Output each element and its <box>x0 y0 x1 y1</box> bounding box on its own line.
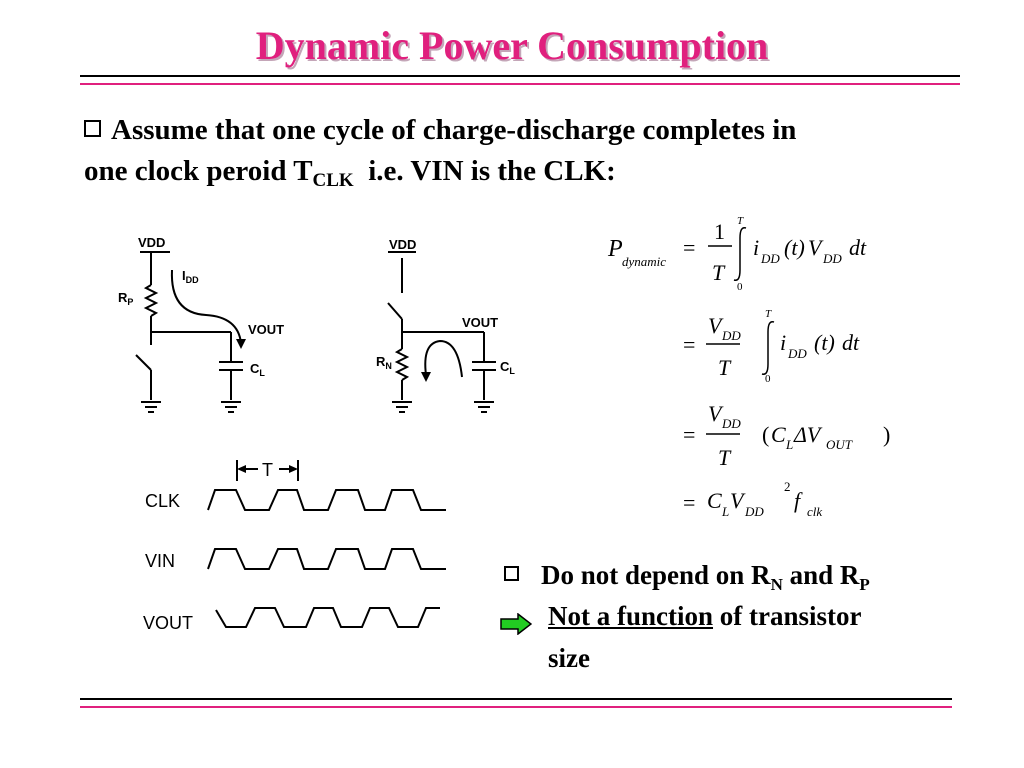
svg-text:C: C <box>707 488 722 513</box>
svg-text:OUT: OUT <box>826 437 853 452</box>
svg-text:=: = <box>683 422 695 447</box>
top-rule-pink <box>80 83 960 85</box>
power-equations: P dynamic = 1 T T 0 i DD (t) V DD dt = V… <box>607 215 890 519</box>
not-a-function-text: Not a function <box>548 601 714 631</box>
svg-text:DD: DD <box>744 504 764 519</box>
svg-text:i: i <box>753 235 759 260</box>
vout-label: VOUT <box>143 613 193 633</box>
svg-text:C: C <box>771 422 786 447</box>
timing-waveforms: T CLK VIN VOUT <box>143 460 446 633</box>
svg-text:V: V <box>708 313 724 338</box>
vin-label: VIN <box>145 551 175 571</box>
right-vdd-label: VDD <box>389 237 416 252</box>
svg-text:DD: DD <box>721 416 741 431</box>
svg-text:=: = <box>683 235 695 260</box>
slide-title: Dynamic Power Consumption <box>255 23 769 68</box>
svg-text:i: i <box>780 330 786 355</box>
svg-text:=: = <box>683 332 695 357</box>
bullet-text-1: Assume that one cycle of charge-discharg… <box>111 114 797 146</box>
svg-text:2: 2 <box>784 479 791 494</box>
svg-text:DD: DD <box>787 346 807 361</box>
svg-text:dt: dt <box>849 235 867 260</box>
bottom-rule-dark <box>80 698 952 700</box>
svg-text:T: T <box>712 260 726 285</box>
svg-text:0: 0 <box>737 281 743 293</box>
svg-text:): ) <box>883 422 890 447</box>
svg-text:V: V <box>808 235 824 260</box>
circuit-diagrams: VDD IDD RP VOUT CL VDD VOUT RN CL <box>118 235 515 413</box>
svg-text:DD: DD <box>760 251 780 266</box>
clk-waveform <box>207 489 446 511</box>
svg-text:T: T <box>718 445 732 470</box>
svg-text:ΔV: ΔV <box>793 422 823 447</box>
svg-text:f: f <box>794 488 803 513</box>
top-rule-dark <box>80 75 960 77</box>
svg-text:dynamic: dynamic <box>622 254 666 269</box>
left-vdd-label: VDD <box>138 235 165 250</box>
svg-text:V: V <box>708 401 724 426</box>
svg-text:0: 0 <box>765 373 771 385</box>
left-cl-label: CL <box>250 361 265 378</box>
clk-label: CLK <box>145 491 180 511</box>
svg-text:T: T <box>765 308 772 320</box>
period-label: T <box>262 460 273 480</box>
note-line-3: size <box>548 643 590 673</box>
checkbox-bullet-icon <box>84 120 101 137</box>
svg-text:DD: DD <box>721 328 741 343</box>
svg-text:(t): (t) <box>814 330 835 355</box>
bullet-text-3: i.e. VIN is the CLK: <box>353 155 616 187</box>
svg-text:L: L <box>721 504 729 519</box>
left-vout-label: VOUT <box>248 322 284 337</box>
note-line-2: Not a function of transistor <box>548 601 862 631</box>
left-idd-label: IDD <box>182 268 199 285</box>
svg-text:T: T <box>718 355 732 380</box>
svg-text:=: = <box>683 490 695 515</box>
bottom-rule-pink <box>80 706 952 708</box>
svg-text:dt: dt <box>842 330 860 355</box>
svg-text:(: ( <box>762 422 769 447</box>
green-arrow-icon <box>500 613 532 635</box>
vout-waveform <box>215 607 440 628</box>
bullet-text-2: one clock peroid T <box>84 155 313 187</box>
right-vout-label: VOUT <box>462 315 498 330</box>
svg-text:clk: clk <box>807 504 822 519</box>
svg-text:DD: DD <box>822 251 842 266</box>
bullet-paragraph: Assume that one cycle of charge-discharg… <box>84 110 984 195</box>
svg-text:(t): (t) <box>784 235 805 260</box>
svg-text:1: 1 <box>714 219 725 244</box>
svg-text:L: L <box>785 437 793 452</box>
svg-text:V: V <box>730 488 746 513</box>
vin-waveform <box>207 548 446 570</box>
note-line-1: Do not depend on RN and RP <box>504 560 870 594</box>
bullet-subscript: CLK <box>312 170 354 191</box>
right-cl-label: CL <box>500 359 515 376</box>
left-rp-label: RP <box>118 290 133 307</box>
right-rn-label: RN <box>376 354 392 371</box>
checkbox-bullet-icon <box>504 566 519 581</box>
svg-text:P: P <box>607 236 623 262</box>
svg-text:T: T <box>737 215 744 227</box>
